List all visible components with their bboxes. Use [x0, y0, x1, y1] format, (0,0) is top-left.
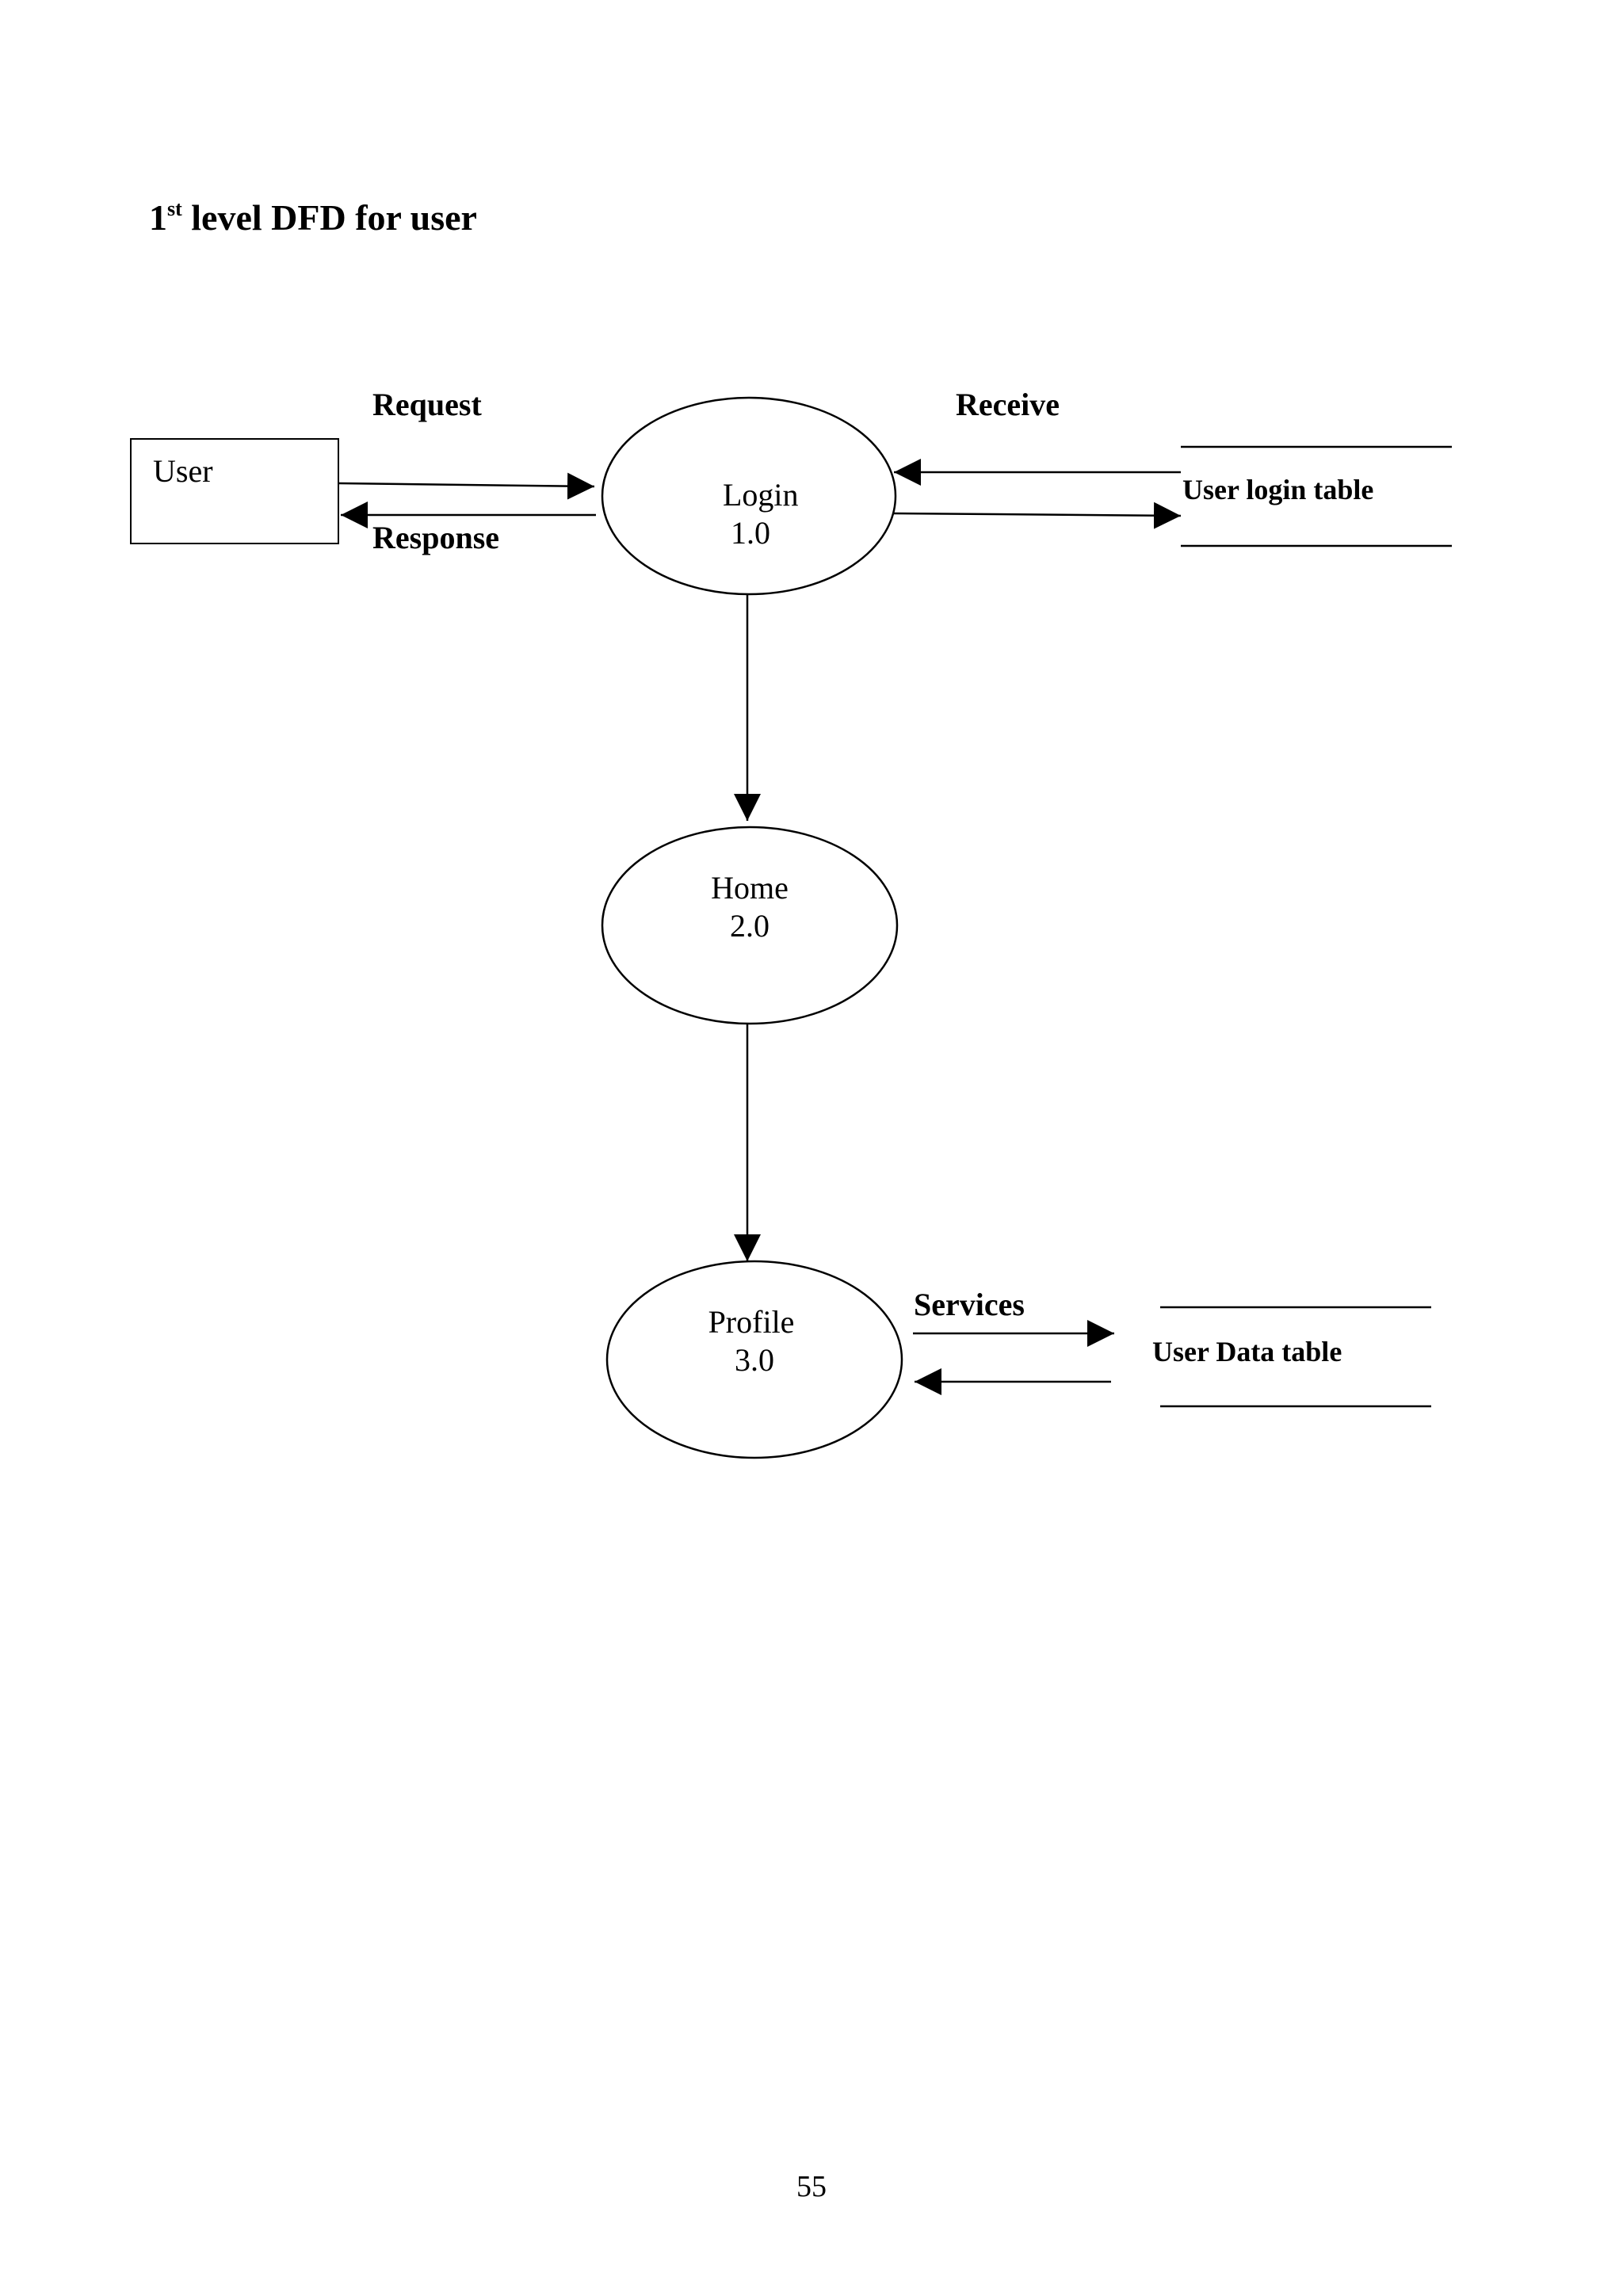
- services-label: Services: [914, 1287, 1025, 1322]
- request-label: Request: [372, 387, 482, 422]
- page-title: 1st level DFD for user: [149, 196, 477, 238]
- response-label: Response: [372, 520, 499, 555]
- user-entity-box: [130, 438, 339, 544]
- title-superscript: st: [167, 197, 182, 220]
- profile-process-ellipse: [605, 1260, 903, 1459]
- user-data-table-store: User Data table: [1152, 1306, 1431, 1408]
- login-to-table-arrow: [893, 502, 1182, 529]
- page-number: 55: [796, 2170, 827, 2203]
- user-data-table-label: User Data table: [1152, 1336, 1342, 1367]
- user-login-table-store: User login table: [1181, 445, 1452, 547]
- home-process-ellipse: [601, 826, 899, 1025]
- receive-label: Receive: [956, 387, 1060, 422]
- home-process: Home 2.0: [601, 826, 899, 1025]
- login-process: Login 1.0: [601, 396, 897, 596]
- flow-arrows: [338, 459, 1182, 1395]
- profile-process: Profile 3.0: [605, 1260, 903, 1459]
- user-entity-label: User: [153, 453, 213, 489]
- user-login-table-label: User login table: [1182, 474, 1373, 505]
- login-process-name: Login: [723, 477, 799, 513]
- profile-process-name: Profile: [708, 1304, 795, 1340]
- login-process-ellipse: [601, 396, 897, 596]
- home-process-name: Home: [711, 870, 789, 906]
- title-rest: level DFD for user: [181, 197, 477, 238]
- home-process-number: 2.0: [730, 908, 769, 944]
- title-prefix: 1: [149, 197, 167, 238]
- request-arrow: [338, 472, 595, 500]
- profile-process-number: 3.0: [735, 1342, 774, 1378]
- login-process-number: 1.0: [731, 515, 770, 551]
- user-entity: User: [130, 438, 339, 544]
